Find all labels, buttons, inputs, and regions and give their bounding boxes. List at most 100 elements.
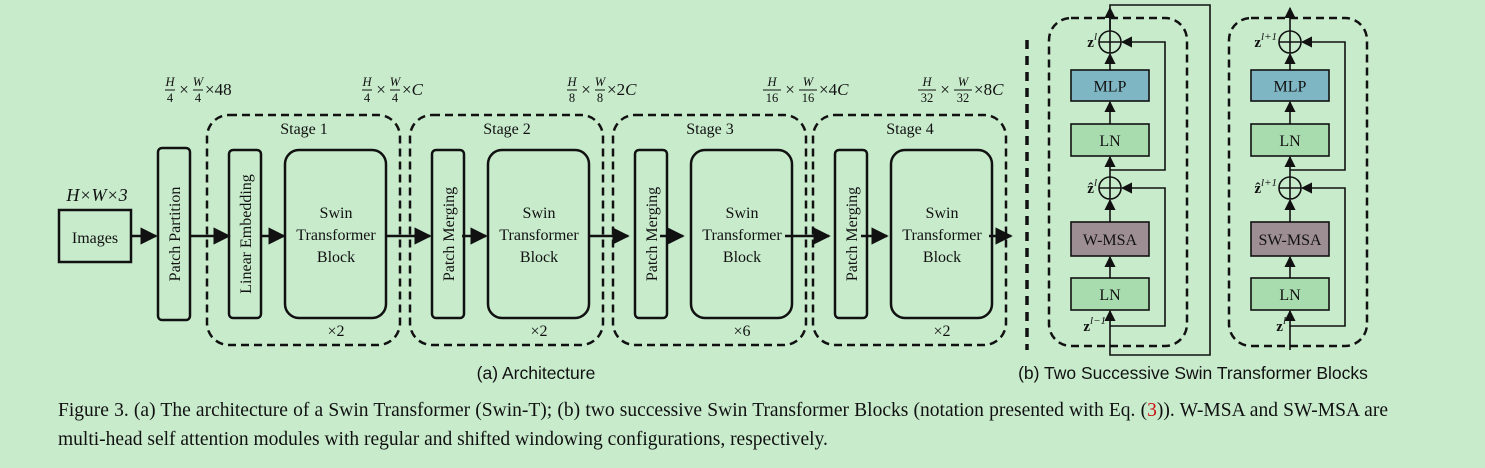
dim-frac-h-denominator: 4 (364, 91, 371, 105)
swin-block-label-line: Swin (726, 205, 759, 222)
output-var-label: zl+1 (1254, 31, 1277, 51)
dim-frac-h-numerator: H (361, 75, 372, 89)
stage-title: Stage 1 (280, 121, 328, 138)
caption-part2: )). W-MSA and SW-MSA are multi-head self… (58, 400, 1388, 450)
swin-block-label-line: Transformer (499, 227, 579, 244)
ln-bottom-label: LN (1279, 287, 1301, 304)
swin-block-label-line: Swin (320, 205, 353, 222)
dim-frac-h-numerator: H (766, 75, 777, 89)
stage-1: Stage 1 Linear Embedding SwinTransformerBl… (205, 113, 402, 347)
dim-frac-w-denominator: 16 (802, 91, 815, 105)
stage-title: Stage 3 (686, 121, 734, 138)
input-dim-label: H×W×3 (65, 185, 127, 205)
skip-connection-top (1290, 36, 1346, 171)
dim-frac-h-numerator: H (164, 75, 175, 89)
dim-label-0: H4×W4×48 (164, 75, 231, 105)
stage-entry-label: Linear Embedding (238, 174, 255, 294)
stage-entry-label: Patch Merging (644, 187, 661, 281)
dim-label-1: H4×W4×C (361, 75, 423, 105)
block-left: MLP LN W-MSA LN zl ẑl zl−1 (1047, 6, 1189, 350)
dim-times: × (179, 80, 189, 99)
dim-frac-w-denominator: 32 (957, 91, 970, 105)
stage-repeat-count: ×2 (530, 323, 547, 340)
dim-frac-w-numerator: W (390, 75, 402, 89)
ln-top-box (1250, 123, 1330, 157)
swin-block-label-line: Block (520, 249, 558, 266)
intermediate-var-label: ẑl+1 (1254, 177, 1277, 197)
stage-repeat-count: ×6 (733, 323, 750, 340)
dim-channels: ×4C (819, 80, 849, 99)
stage-4: Stage 4 Patch Merging SwinTransformerBlock… (811, 113, 1008, 347)
dim-frac-h-denominator: 4 (167, 91, 174, 105)
output-var-label: zl (1087, 31, 1097, 51)
dim-times: × (581, 80, 591, 99)
attention-label: SW-MSA (1258, 232, 1322, 249)
stage-entry-box (430, 148, 466, 320)
subcaption-architecture: (a) Architecture (477, 363, 596, 383)
block-dashed-frame (1047, 16, 1189, 348)
skip-connection-top (1110, 36, 1166, 171)
caption-part1: Figure 3. (a) The architecture of a Swin… (58, 400, 1148, 421)
intermediate-var-label: ẑl (1087, 177, 1097, 197)
attention-box (1070, 221, 1150, 257)
dim-times: × (940, 80, 950, 99)
dim-times: × (376, 80, 386, 99)
attention-label: W-MSA (1083, 232, 1138, 249)
images-label: Images (72, 230, 118, 247)
dim-frac-h-numerator: H (566, 75, 577, 89)
dim-channels: ×2C (607, 80, 637, 99)
dim-label-4: H32×W32×8C (918, 75, 1004, 105)
swin-block-label-line: Block (923, 249, 961, 266)
stage-entry-box (633, 148, 669, 320)
stage-dashed-frame (408, 113, 605, 347)
subcaption-blocks: (b) Two Successive Swin Transformer Bloc… (1018, 363, 1368, 383)
swin-block-label-line: Transformer (902, 227, 982, 244)
swin-block-label-line: Block (723, 249, 761, 266)
patch-partition-label: Patch Partition (167, 187, 184, 282)
ln-top-label: LN (1279, 133, 1301, 150)
swin-block-label-line: Block (317, 249, 355, 266)
ln-bottom-label: LN (1099, 287, 1121, 304)
swin-block-box (486, 148, 591, 320)
input-var-label: zl (1276, 315, 1286, 335)
dim-frac-h-denominator: 16 (766, 91, 779, 105)
stage-repeat-count: ×2 (327, 323, 344, 340)
dim-channels: ×8C (974, 80, 1004, 99)
block-dashed-frame (1227, 16, 1369, 348)
figure-caption: Figure 3. (a) The architecture of a Swin… (58, 396, 1388, 454)
skip-connection-bottom (1110, 182, 1166, 327)
stage-entry-label: Patch Merging (441, 187, 458, 281)
input-var-label: zl−1 (1083, 315, 1106, 335)
swin-block-label-line: Swin (523, 205, 556, 222)
stage-title: Stage 4 (886, 121, 934, 138)
stage-title: Stage 2 (483, 121, 531, 138)
caption-equation-ref[interactable]: 3 (1147, 400, 1157, 421)
dim-frac-h-denominator: 32 (921, 91, 934, 105)
swin-block-box (689, 148, 794, 320)
swin-block-label-line: Transformer (702, 227, 782, 244)
stage-2: Stage 2 Patch Merging SwinTransformerBlock… (408, 113, 605, 347)
dim-frac-w-denominator: 4 (195, 91, 202, 105)
stage-entry-label: Patch Merging (844, 187, 861, 281)
dim-frac-h-denominator: 8 (569, 91, 575, 105)
dim-frac-h-numerator: H (921, 75, 932, 89)
dim-frac-w-denominator: 8 (597, 91, 603, 105)
mlp-label: MLP (1094, 79, 1127, 96)
dim-label-3: H16×W16×4C (763, 75, 849, 105)
mlp-box (1070, 69, 1150, 102)
dim-channels: ×48 (205, 80, 232, 99)
dim-frac-w-numerator: W (803, 75, 815, 89)
swin-block-label-line: Swin (926, 205, 959, 222)
stage-entry-box (833, 148, 869, 320)
swin-block-label-line: Transformer (296, 227, 376, 244)
dim-channels: ×C (402, 80, 424, 99)
patch-partition-box (156, 146, 192, 322)
dim-frac-w-numerator: W (595, 75, 607, 89)
stage-repeat-count: ×2 (933, 323, 950, 340)
swin-block-box (889, 148, 994, 320)
ln-top-label: LN (1099, 133, 1121, 150)
skip-connection-bottom (1290, 182, 1346, 327)
